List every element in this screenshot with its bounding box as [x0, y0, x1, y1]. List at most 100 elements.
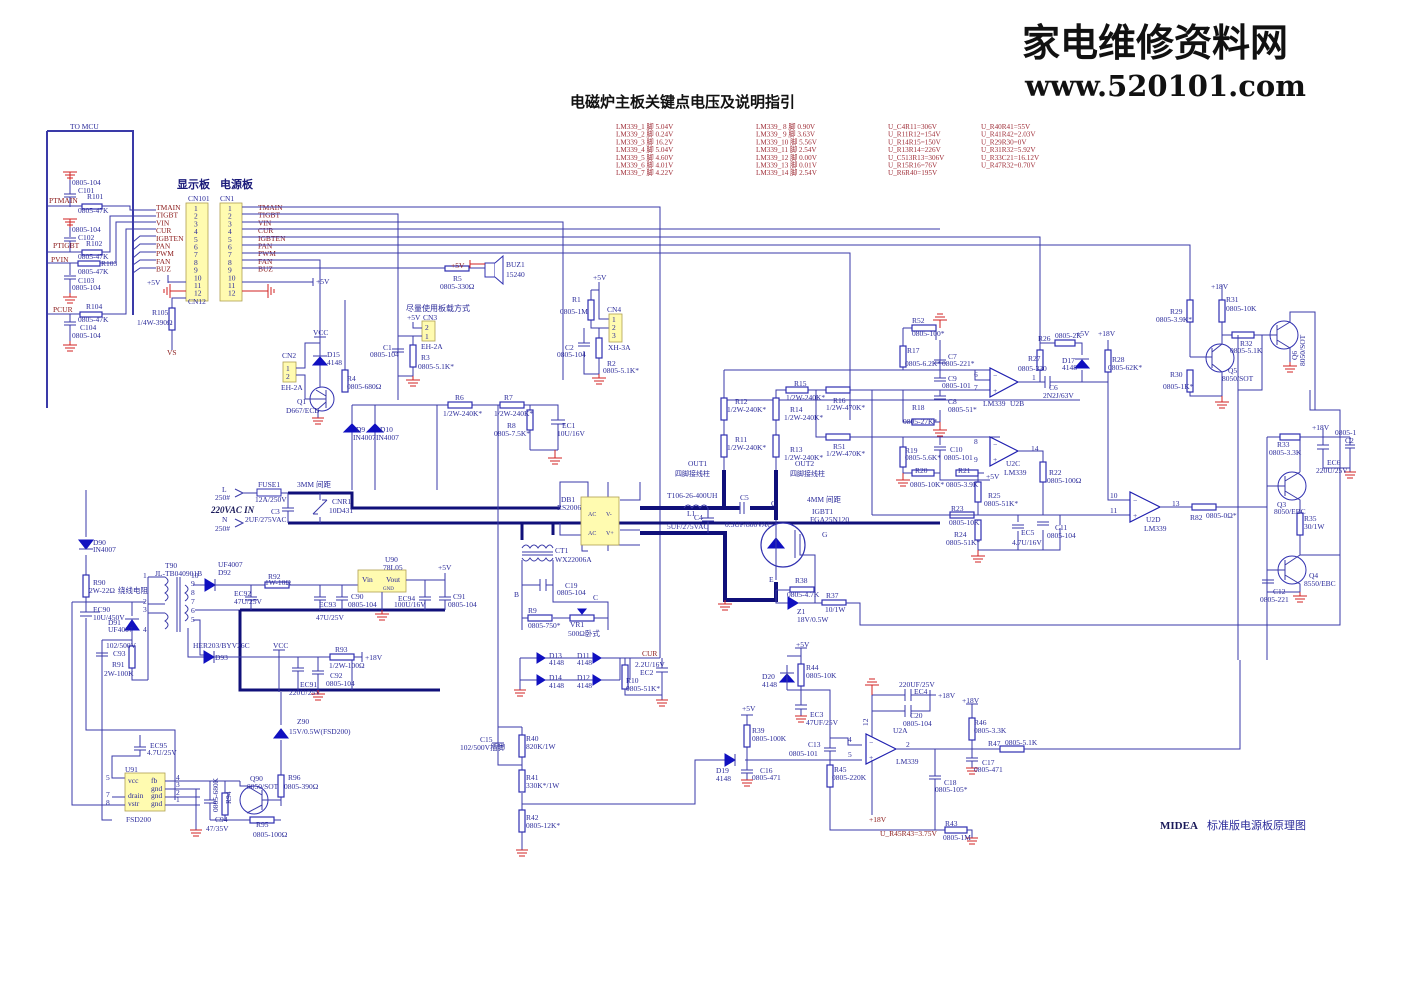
r37-value: 10/1W — [825, 605, 846, 614]
fuse1-value: 12A/250V — [255, 495, 287, 504]
r44-value: 0805-10K — [806, 671, 837, 680]
svg-text:4: 4 — [176, 773, 180, 782]
c7-ref: C7 — [948, 352, 957, 361]
c1-value: 0805-104 — [370, 350, 399, 359]
t90-pin: 3 — [143, 605, 147, 614]
u90-vout: Vout — [386, 575, 401, 584]
connector-cn1 — [219, 202, 243, 302]
c92-ref: C92 — [330, 671, 343, 680]
q5-18v: +18V — [1211, 282, 1229, 291]
cn101-pin: 1 — [194, 204, 198, 213]
diode-d91 — [124, 619, 140, 631]
t90-pin: 7 — [191, 597, 195, 606]
vr1-value: 500Ω卧式 — [568, 628, 600, 638]
r52-value: 0805-100* — [912, 329, 945, 338]
r19-value: 0805-5.6K* — [905, 453, 941, 462]
c8-ref: C8 — [948, 397, 957, 406]
cn3-ref: CN3 — [423, 313, 437, 322]
r33-ref: R33 — [1277, 440, 1290, 449]
voltage-row-lm339-left: LM339_6 脚 4.01V — [616, 161, 674, 170]
r44-5v: +5V — [796, 640, 810, 649]
resistor-r44 — [797, 663, 805, 687]
net-ptigbt: PTIGBT — [53, 241, 80, 250]
r27-ref: R27 — [1028, 354, 1041, 363]
cn4-5v: +5V — [593, 273, 607, 282]
r37-ref: R37 — [826, 591, 839, 600]
d17-ref: D17 — [1062, 356, 1075, 365]
r91-ref: R91 — [112, 660, 125, 669]
c3-value: 2UF/275VAC — [245, 515, 287, 524]
l1-ref: L1 — [687, 509, 696, 518]
u-r45r43-label: U_R45R43=3.75V — [880, 829, 938, 838]
diode-d93 — [203, 650, 215, 664]
zener-z90 — [272, 728, 290, 739]
resistor-r41 — [518, 769, 526, 793]
d10-value: IN4007 — [376, 433, 399, 442]
resistor-r8 — [526, 409, 534, 431]
voltage-row-u-col1: U_R6R40=195V — [888, 169, 938, 177]
cn1-signal: PWM — [258, 249, 276, 258]
r25-value: 0805-51K* — [984, 499, 1018, 508]
r46-value: 0805-3.3K — [974, 726, 1007, 735]
r93-ref: R93 — [335, 645, 348, 654]
cn4-value: XH-3A — [608, 343, 631, 352]
brand-cn: 家电维修资料网 — [1022, 20, 1288, 65]
r13-value: 1/2W-240K* — [784, 453, 823, 462]
svg-text:4: 4 — [848, 735, 852, 744]
resistor-r28 — [1104, 349, 1112, 373]
resistor-r17 — [899, 345, 907, 368]
r14-ref: R14 — [790, 405, 803, 414]
cn1-pin: 12 — [228, 289, 236, 298]
resistor-r3 — [409, 344, 417, 368]
r1-value: 0805-1M — [560, 307, 588, 316]
q5-value: 8050/SOT — [1222, 374, 1254, 383]
ec2-value: 2.2U/16V — [635, 660, 665, 669]
diode-d13 — [536, 652, 546, 664]
r92-ref: R92 — [268, 572, 281, 581]
resistor-r21 — [955, 469, 979, 477]
resistor-r91 — [128, 645, 136, 669]
voltage-row-u-col1: U_R15R16=76V — [888, 162, 938, 170]
c4-ref: C4 — [694, 513, 703, 522]
vs-label: VS — [167, 348, 177, 357]
r9-value: 0805-750* — [528, 621, 561, 630]
ec92-ref: EC92 — [234, 589, 251, 598]
fuse1-ref: FUSE1 — [258, 480, 280, 489]
r30-value: 0805-1K* — [1163, 382, 1194, 391]
svg-text:3: 3 — [176, 780, 180, 789]
cn2-ref: CN2 — [282, 351, 296, 360]
r26-ref: R26 — [1038, 334, 1051, 343]
svg-text:6: 6 — [974, 370, 978, 379]
db1-pin-vplus: V+ — [606, 531, 614, 537]
resistor-r19 — [899, 446, 907, 468]
svg-text:5: 5 — [106, 773, 110, 782]
r12-ref: R12 — [735, 397, 748, 406]
resistor-r24 — [974, 519, 982, 541]
c10-value: 0805-101 — [944, 453, 973, 462]
resistor-r93 — [329, 653, 355, 661]
footer-brand: MIDEA — [1160, 820, 1198, 832]
db1-pin-ac1: AC — [588, 512, 596, 518]
svg-text:2: 2 — [176, 788, 180, 797]
r8-value: 0805-7.5K* — [494, 429, 530, 438]
svg-text:+: + — [993, 386, 997, 395]
c20-ref: C20 — [910, 711, 923, 720]
c8-value: 0805-51* — [948, 405, 977, 414]
c12-ref: C12 — [1273, 587, 1286, 596]
u91-vcc: vcc — [128, 776, 139, 785]
resistor-r32 — [1231, 331, 1255, 339]
ac-l-250: 250# — [215, 493, 230, 502]
r42-ref: R42 — [526, 813, 539, 822]
r11-value: 1/2W-240K* — [727, 443, 766, 452]
r10-value: 0805-51K* — [626, 684, 660, 693]
voltage-row-u-col1: U_R11R12=154V — [888, 131, 941, 139]
svg-text:9: 9 — [974, 455, 978, 464]
r43-ref: R43 — [945, 819, 958, 828]
r21-value: 0805-3.9K — [946, 480, 979, 489]
out2-ref: OUT2 — [795, 459, 814, 468]
connector-cn4 — [608, 313, 623, 343]
t90-pin: 5 — [191, 615, 195, 624]
d9-ref: D9 — [356, 425, 365, 434]
